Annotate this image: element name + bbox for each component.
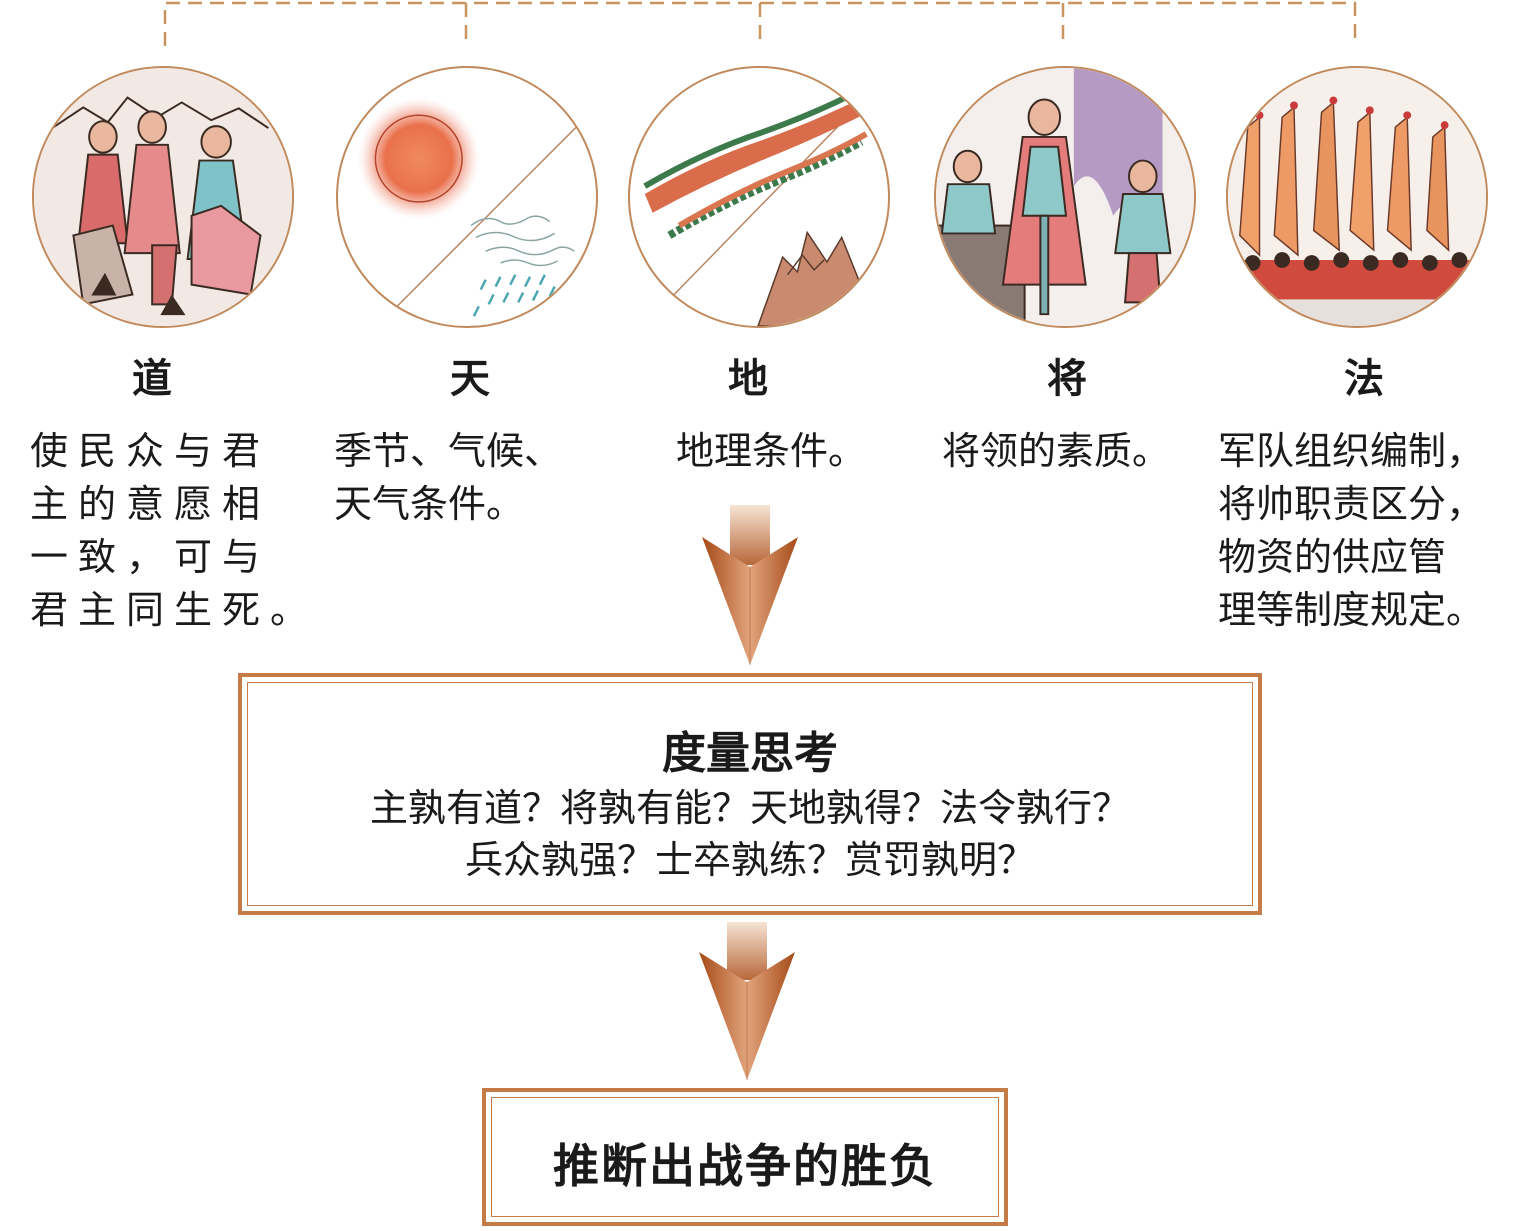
di-illustration <box>628 66 890 328</box>
factor-desc-fa: 军队组织编制， 将帅职责区分， 物资的供应管 理等制度规定。 <box>1218 429 1485 632</box>
factor-desc-dao: 使民众与君 主的意愿相 一致，可与 君主同生死。 <box>30 429 319 632</box>
factor-title-di: 地 <box>728 355 768 402</box>
result-box-inner-border <box>491 1097 999 1217</box>
factor-title-dao: 道 <box>132 355 172 402</box>
result-text: 推断出战争的胜负 <box>553 1139 937 1193</box>
factor-title-tian: 天 <box>450 355 490 402</box>
factor-desc-di: 地理条件。 <box>676 429 867 473</box>
measure-box: 度量思考 主孰有道？将孰有能？天地孰得？法令孰行？ 兵众孰强？士卒孰练？赏罚孰明… <box>238 673 1262 915</box>
fa-illustration <box>1226 66 1488 328</box>
jiang-illustration <box>934 66 1196 328</box>
measure-line-1: 主孰有道？将孰有能？天地孰得？法令孰行？ <box>369 786 1130 830</box>
measure-line-2: 兵众孰强？士卒孰练？赏罚孰明？ <box>464 838 1035 882</box>
dashed-connector-lines <box>163 1 1357 46</box>
down-arrow-icon <box>699 922 795 1080</box>
factor-title-fa: 法 <box>1344 355 1384 402</box>
factor-desc-jiang: 将领的素质。 <box>942 429 1171 473</box>
result-box: 推断出战争的胜负 <box>482 1088 1008 1226</box>
dao-illustration <box>32 66 294 328</box>
measure-title: 度量思考 <box>662 728 838 779</box>
measure-box-inner-border <box>247 682 1253 906</box>
tian-illustration <box>336 66 598 328</box>
factor-desc-tian: 季节、气候、 天气条件。 <box>334 429 563 526</box>
down-arrow-icon <box>702 505 798 665</box>
factor-title-jiang: 将 <box>1047 355 1087 402</box>
